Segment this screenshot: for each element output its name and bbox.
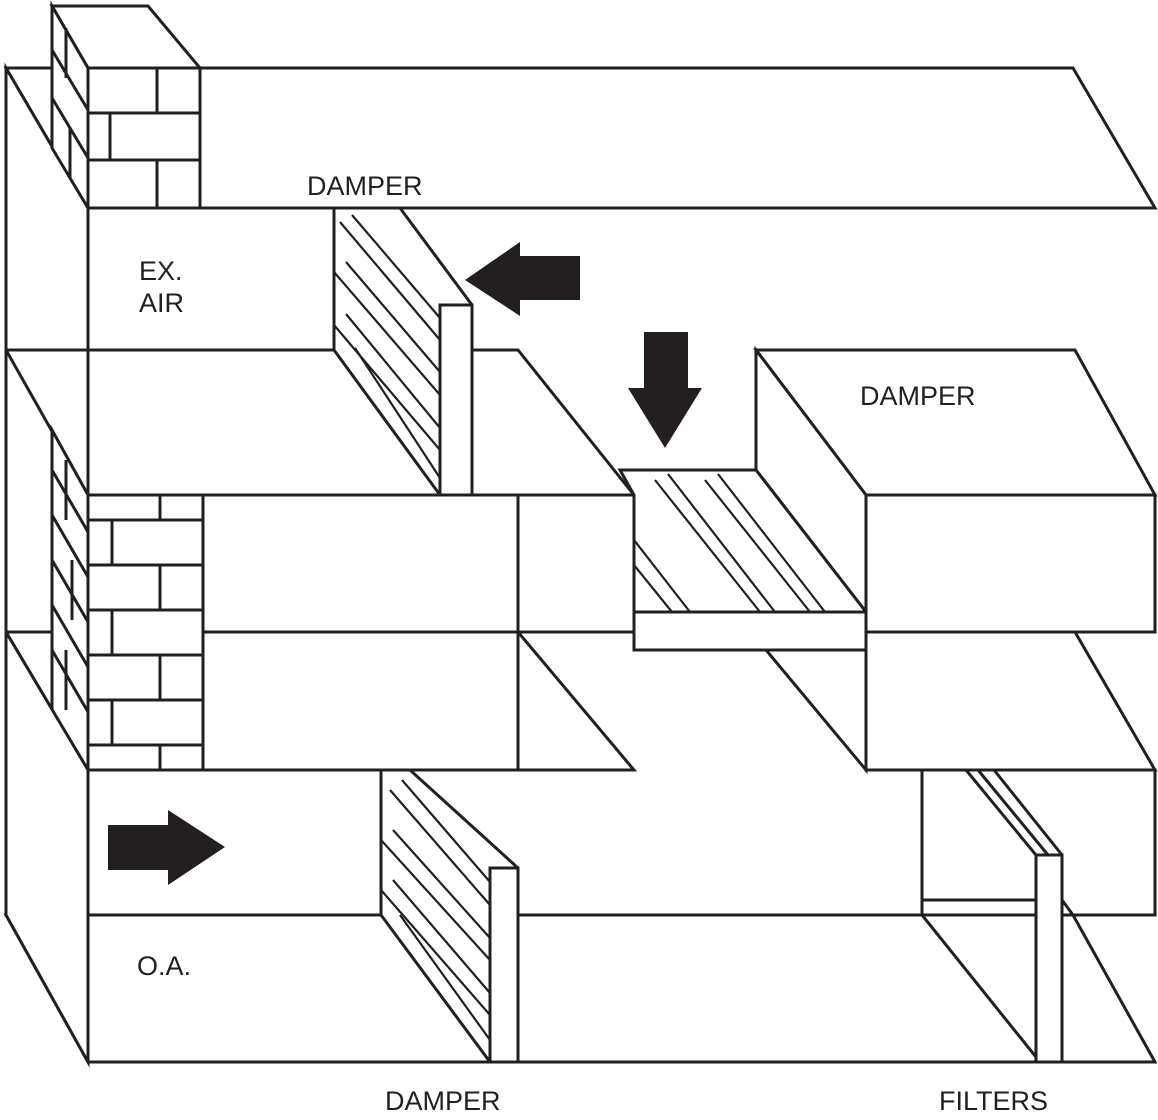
damper-right-label: DAMPER — [860, 381, 976, 411]
exhaust-damper — [332, 206, 474, 497]
brick-wall — [50, 424, 205, 776]
outside-air-label: O.A. — [137, 951, 192, 981]
outside-air-damper — [379, 768, 520, 1064]
exhaust-duct — [3, 62, 1158, 352]
exhaust-air-label-line1: EX. — [139, 256, 183, 286]
exhaust-air-flow-arrow — [465, 242, 580, 316]
return-damper — [617, 468, 868, 652]
outside-air-damper-slats — [380, 779, 491, 1041]
exhaust-air-label-line2: AIR — [139, 288, 185, 318]
chimney-top — [49, 0, 204, 214]
damper-bottom-label: DAMPER — [385, 1086, 501, 1116]
outside-air-flow-arrow — [108, 810, 225, 885]
exhaust-damper-slats — [333, 214, 441, 479]
filters — [962, 768, 1064, 1064]
damper-top-label: DAMPER — [307, 171, 423, 201]
return-air-duct-right — [752, 345, 1158, 775]
return-damper-slats — [633, 469, 867, 613]
mixing-box — [4, 626, 638, 917]
filters-label: FILTERS — [939, 1086, 1049, 1116]
return-air-flow-arrow — [628, 332, 702, 448]
